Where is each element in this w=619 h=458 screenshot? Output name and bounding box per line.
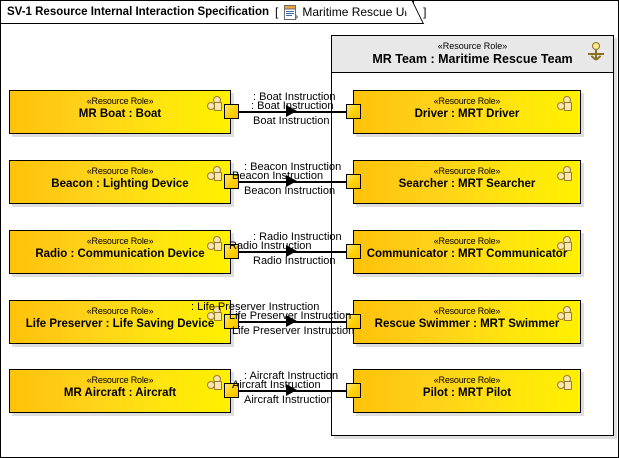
part-icon bbox=[557, 96, 575, 112]
container-stereotype: «Resource Role» bbox=[437, 41, 508, 51]
part-name: Beacon : Lighting Device bbox=[51, 178, 189, 190]
part-icon bbox=[557, 375, 575, 391]
port-searcher[interactable] bbox=[346, 174, 361, 189]
part-life-preserver[interactable]: «Resource Role» Life Preserver : Life Sa… bbox=[9, 300, 231, 344]
part-icon bbox=[207, 236, 225, 252]
part-name: Driver : MRT Driver bbox=[414, 108, 520, 120]
container-name: MR Team : Maritime Rescue Team bbox=[372, 52, 573, 66]
port-beacon[interactable] bbox=[224, 174, 239, 189]
port-life-preserver[interactable] bbox=[224, 314, 239, 329]
part-name: Searcher : MRT Searcher bbox=[398, 178, 536, 190]
connector-label-top: : Boat Instruction bbox=[253, 91, 336, 103]
connector-arrow-icon bbox=[286, 175, 297, 187]
connector-label-bottom: Radio Instruction bbox=[253, 255, 336, 267]
part-name: Pilot : MRT Pilot bbox=[422, 387, 512, 399]
actor-icon bbox=[587, 42, 605, 66]
part-name: Communicator : MRT Communicator bbox=[366, 248, 568, 260]
connector-arrow-icon bbox=[286, 315, 297, 327]
connector-arrow-icon bbox=[286, 245, 297, 257]
part-stereotype: «Resource Role» bbox=[433, 236, 501, 246]
part-icon bbox=[207, 306, 225, 322]
bracket-close: ] bbox=[423, 5, 427, 19]
part-name: Radio : Communication Device bbox=[35, 248, 205, 260]
connector-label-top: : Life Preserver Instruction bbox=[191, 301, 320, 313]
connector-label-top: : Beacon Instruction bbox=[244, 161, 342, 173]
part-stereotype: «Resource Role» bbox=[433, 306, 501, 316]
part-stereotype: «Resource Role» bbox=[86, 306, 154, 316]
part-stereotype: «Resource Role» bbox=[86, 375, 154, 385]
diagram-title-bar: SV-1 Resource Internal Interaction Speci… bbox=[1, 1, 426, 24]
part-icon bbox=[207, 375, 225, 391]
part-icon bbox=[557, 236, 575, 252]
part-radio[interactable]: «Resource Role» Radio : Communication De… bbox=[9, 230, 231, 274]
part-stereotype: «Resource Role» bbox=[86, 96, 154, 106]
bracket-open: [ bbox=[275, 5, 279, 19]
part-mr-boat[interactable]: «Resource Role» MR Boat : Boat bbox=[9, 90, 231, 134]
connector-label-mid: : Boat Instruction bbox=[251, 100, 334, 112]
part-mr-aircraft[interactable]: «Resource Role» MR Aircraft : Aircraft bbox=[9, 369, 231, 413]
connector-label-mid: Beacon Instruction bbox=[232, 170, 324, 182]
port-rescue-swimmer[interactable] bbox=[346, 314, 361, 329]
port-mr-aircraft[interactable] bbox=[224, 383, 239, 398]
connector-label-bottom: Boat Instruction bbox=[253, 115, 330, 127]
part-stereotype: «Resource Role» bbox=[86, 236, 154, 246]
part-stereotype: «Resource Role» bbox=[86, 166, 154, 176]
part-beacon[interactable]: «Resource Role» Beacon : Lighting Device bbox=[9, 160, 231, 204]
part-icon bbox=[557, 306, 575, 322]
part-driver[interactable]: «Resource Role» Driver : MRT Driver bbox=[353, 90, 581, 134]
part-rescue-swimmer[interactable]: «Resource Role» Rescue Swimmer : MRT Swi… bbox=[353, 300, 581, 344]
part-stereotype: «Resource Role» bbox=[433, 96, 501, 106]
part-stereotype: «Resource Role» bbox=[433, 375, 501, 385]
document-icon bbox=[284, 4, 299, 20]
part-pilot[interactable]: «Resource Role» Pilot : MRT Pilot bbox=[353, 369, 581, 413]
connector-arrow-icon bbox=[286, 384, 297, 396]
part-icon bbox=[207, 96, 225, 112]
container-header: «Resource Role» MR Team : Maritime Rescu… bbox=[332, 36, 613, 73]
port-pilot[interactable] bbox=[346, 383, 361, 398]
part-communicator[interactable]: «Resource Role» Communicator : MRT Commu… bbox=[353, 230, 581, 274]
part-stereotype: «Resource Role» bbox=[433, 166, 501, 176]
connector-label-bottom: Life Preserver Instruction bbox=[232, 325, 355, 337]
port-radio[interactable] bbox=[224, 244, 239, 259]
diagram-context: Maritime Rescue Unit bbox=[302, 5, 418, 19]
connector-label-top: : Aircraft Instruction bbox=[244, 370, 339, 382]
part-icon bbox=[557, 166, 575, 182]
part-icon bbox=[207, 166, 225, 182]
port-driver[interactable] bbox=[346, 104, 361, 119]
part-searcher[interactable]: «Resource Role» Searcher : MRT Searcher bbox=[353, 160, 581, 204]
connector-label-mid: Aircraft Instruction bbox=[232, 379, 321, 391]
port-mr-boat[interactable] bbox=[224, 104, 239, 119]
connector-label-bottom: Beacon Instruction bbox=[244, 185, 336, 197]
part-name: Life Preserver : Life Saving Device bbox=[25, 318, 215, 330]
page-title: SV-1 Resource Internal Interaction Speci… bbox=[7, 6, 270, 18]
part-name: MR Aircraft : Aircraft bbox=[63, 387, 177, 399]
part-name: MR Boat : Boat bbox=[78, 108, 162, 120]
connector-label-mid: Radio Instruction bbox=[229, 240, 312, 252]
connector-label-top: : Radio Instruction bbox=[253, 231, 342, 243]
connector-label-bottom: Aircraft Instruction bbox=[244, 394, 333, 406]
port-communicator[interactable] bbox=[346, 244, 361, 259]
connector-arrow-icon bbox=[286, 105, 297, 117]
connector-label-mid: Life Preserver Instruction bbox=[229, 310, 352, 322]
part-name: Rescue Swimmer : MRT Swimmer bbox=[374, 318, 560, 330]
